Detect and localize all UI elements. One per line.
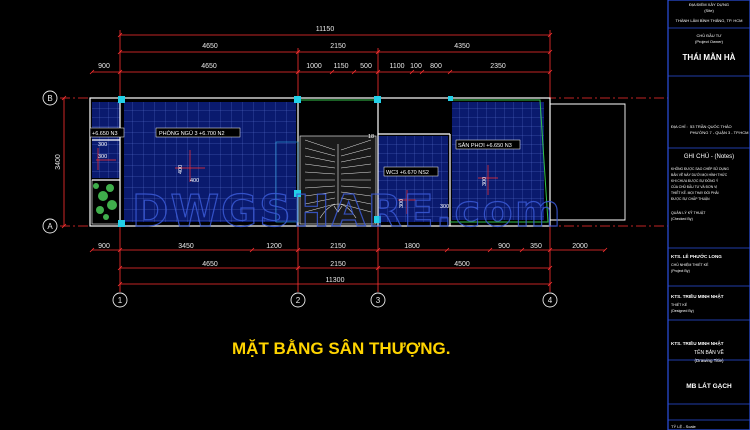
room-wc: WC3 +6.670 NS2	[386, 170, 429, 176]
tb-notes-title: GHI CHÚ - (Notes)	[684, 153, 734, 160]
tb-drawing-sub: (Drawing Title)	[694, 358, 724, 363]
tb-designer1-role: CHỦ NHIỆM THIẾT KẾ	[671, 262, 709, 267]
tb-manager-label: QUẢN LÝ KỸ THUẬT	[671, 210, 706, 215]
tb-notes-1: KHÔNG ĐƯỢC SAO CHÉP SỬ DỤNG	[671, 166, 729, 171]
grid-row-a: A	[47, 222, 53, 231]
inner-dim-300b: 300	[98, 154, 107, 160]
plant-decor	[93, 183, 117, 220]
tb-address-line2: PHƯỜNG 7 - QUẬN 3 - TP.HCM	[690, 130, 748, 135]
tb-designer1: KTS. LÊ PHƯỚC LONG	[671, 252, 722, 259]
tile-wc	[378, 136, 448, 222]
tb-drawing-label: TÊN BẢN VẼ	[694, 348, 724, 356]
grid-bubbles	[42, 90, 558, 308]
inner-dim-300a: 300	[98, 142, 107, 148]
dim-bot-overall: 11300	[326, 277, 345, 284]
room-left-level: +6.650 N3	[92, 131, 118, 137]
tb-address-prefix: ĐỊA CHỈ :	[671, 124, 688, 129]
dim-bot-r1-2: 3450	[178, 243, 194, 250]
tb-owner-sub: (Project Owner)	[695, 39, 724, 44]
inner-dim-400h: 400	[190, 178, 199, 184]
dim-bot-r1-4: 2150	[330, 243, 346, 250]
stair	[299, 135, 377, 225]
floor-plan: +6.650 N3 PHÒNG NGỦ 3 +6.700 N2 WC3 +6.6…	[89, 96, 626, 227]
tb-designer2-role: THIẾT KẾ	[671, 302, 688, 307]
tb-address-line1: 53 TRẦN QUỐC THẢO	[690, 124, 732, 129]
dim-bot-r2-3: 4500	[454, 261, 470, 268]
tb-notes-4: CỦA CHỦ ĐẦU TƯ VÀ ĐƠN VỊ	[671, 184, 717, 189]
dim-top-r3-4: 1150	[333, 63, 348, 70]
tb-designer2: KTS. TRIỀU MINH NHẬT	[671, 293, 724, 299]
dim-top-overall: 11150	[316, 26, 335, 33]
dim-bot-r1-7: 350	[530, 243, 542, 250]
dim-bot-r1-6: 900	[498, 243, 510, 250]
tb-designer2-sub: (Designed By)	[671, 309, 694, 313]
tb-notes-2: BẢN VẼ NÀY DƯỚI MỌI HÌNH THỨC	[671, 172, 728, 177]
dim-top-r3-5: 500	[360, 63, 372, 70]
dim-top-r3-2: 4650	[201, 63, 217, 70]
dim-top-r3-7: 100	[410, 63, 422, 70]
tile-bedroom	[124, 102, 296, 222]
tb-owner-name: THÁI MẪN HÀ	[683, 53, 736, 62]
inner-dim-300wc: 300	[399, 199, 405, 208]
tile-terrace	[452, 102, 544, 220]
inner-dim-300ter: 300	[482, 177, 488, 186]
tb-loc-value: THÀNH LÂM BÌNH THẮNG, TP. HCM	[676, 18, 743, 23]
dim-bot-r2-1: 4650	[202, 261, 218, 268]
room-bedroom: PHÒNG NGỦ 3 +6.700 N2	[159, 130, 225, 137]
grid-row-b: B	[47, 94, 52, 103]
inner-dim-400v: 400	[178, 165, 184, 174]
grid-col-3: 3	[376, 296, 381, 305]
grid-labels: B A 1 2 3 4	[47, 94, 552, 305]
dim-top-r2-2: 2150	[330, 43, 346, 50]
dim-bot-r1-8: 2000	[572, 243, 588, 250]
tb-notes-6: ĐƯỢC SỰ CHẤP THUẬN	[671, 197, 710, 201]
dim-top-r3-8: 800	[430, 63, 442, 70]
grid-col-4: 4	[548, 296, 553, 305]
dim-top-r3-1: 900	[98, 63, 110, 70]
watermark: DWGSHARE.com	[132, 186, 563, 237]
tb-scale-label: TỶ LỆ - Scale	[671, 424, 696, 429]
dim-top-r3-9: 2350	[490, 63, 506, 70]
tb-designer3: KTS. TRIỀU MINH NHẬT	[671, 340, 724, 346]
dim-top-r2-1: 4650	[202, 43, 218, 50]
dim-left-overall: 3400	[55, 154, 62, 170]
tb-manager-sub: (Checked By)	[671, 217, 693, 221]
dim-top-r3-3: 1000	[306, 63, 322, 70]
dim-top-r3-6: 1100	[389, 63, 404, 70]
drawing-title: MẶT BẰNG SÂN THƯỢNG.	[232, 339, 450, 358]
title-block: ĐỊA ĐIỂM XÂY DỰNG (Site) THÀNH LÂM BÌNH …	[667, 0, 750, 430]
dimension-texts: 11150 4650 2150 4350 900 4650 1000 1150 …	[55, 26, 588, 284]
inner-dim-300c: 300	[440, 204, 449, 210]
tb-loc-sub: (Site)	[704, 8, 714, 13]
tb-notes-5: THIẾT KẾ. MỌI THAY ĐỔI PHẢI	[671, 190, 719, 195]
grid-col-1: 1	[118, 296, 123, 305]
tb-owner-label: CHỦ ĐẦU TƯ	[696, 33, 722, 38]
stair-step-number: 18	[368, 134, 374, 140]
dim-bot-r2-2: 2150	[330, 261, 346, 268]
tb-designer1-sub: (Project By)	[671, 269, 690, 273]
tb-notes-3: KHI CHƯA ĐƯỢC SỰ ĐỒNG Ý	[671, 178, 719, 183]
room-terrace: SÂN PHƠI +6.650 N3	[458, 142, 512, 149]
dim-top-r2-3: 4350	[454, 43, 470, 50]
tb-drawing-name: MB LÁT GẠCH	[686, 381, 732, 390]
dim-bot-r1-3: 1200	[266, 243, 282, 250]
dim-bot-r1-1: 900	[98, 243, 110, 250]
grid-col-2: 2	[296, 296, 301, 305]
tb-loc-label: ĐỊA ĐIỂM XÂY DỰNG	[689, 2, 729, 7]
dim-bot-r1-5: 1800	[404, 243, 420, 250]
